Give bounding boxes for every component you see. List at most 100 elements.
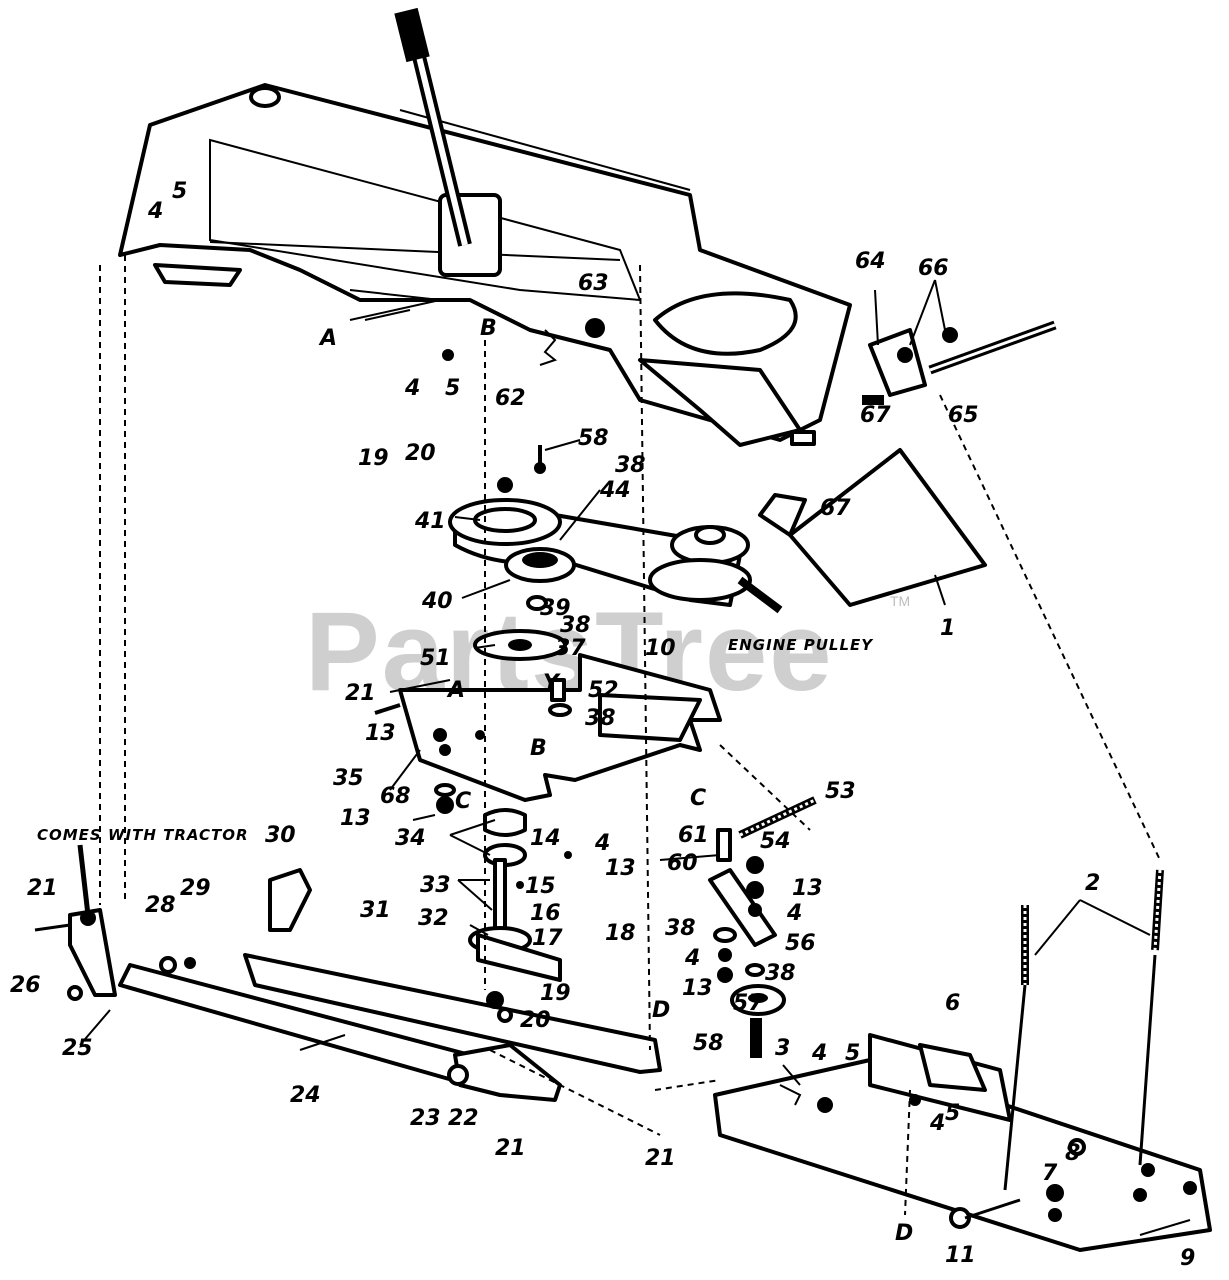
callout: 3	[775, 1036, 790, 1061]
callout: 17	[532, 926, 563, 951]
callout: 5	[172, 179, 187, 204]
callout: 60	[667, 851, 698, 876]
callout: 4	[786, 901, 802, 926]
callout: 13	[340, 806, 371, 831]
callout: 57	[733, 991, 764, 1016]
shift-lever	[394, 7, 472, 247]
callout: 64	[855, 249, 886, 274]
callout: 4	[594, 831, 610, 856]
callout: 5	[445, 376, 460, 401]
callout: 21	[495, 1136, 526, 1161]
callout: 35	[333, 766, 364, 791]
callout: 4	[147, 199, 163, 224]
reference-letters: A A B B C C D D Y	[318, 316, 913, 1246]
callout: 21	[345, 681, 376, 706]
callout: 38	[765, 961, 796, 986]
callout: 31	[360, 898, 391, 923]
callout: 28	[145, 893, 176, 918]
right-idler-linkage	[708, 796, 817, 1058]
callout: 38	[665, 916, 696, 941]
ref-letter: B	[480, 316, 497, 341]
callout: 13	[605, 856, 636, 881]
callout: 58	[578, 426, 609, 451]
callout: 29	[180, 876, 211, 901]
plate-bracket-1	[758, 448, 987, 607]
springs	[1003, 869, 1164, 1191]
ref-letter: B	[530, 736, 547, 761]
callout: 2	[1085, 871, 1100, 896]
callout: 15	[525, 874, 556, 899]
engine-pulley-caption: ENGINE PULLEY	[728, 636, 874, 654]
callout: 14	[530, 826, 561, 851]
callout: 63	[578, 271, 609, 296]
trademark: TM	[890, 593, 910, 609]
callout: 66	[918, 256, 949, 281]
callout: 38	[560, 613, 591, 638]
callout: 68	[380, 784, 411, 809]
callout: 26	[10, 973, 41, 998]
callout: 25	[62, 1036, 93, 1061]
callout: 13	[365, 721, 396, 746]
mid-plate	[374, 653, 722, 802]
callout: 41	[414, 509, 446, 534]
callout: 21	[27, 876, 58, 901]
callout: 40	[421, 589, 453, 614]
callout: 32	[418, 906, 449, 931]
callout: 13	[792, 876, 823, 901]
alignment-lines	[99, 255, 1161, 1216]
callout: 4	[404, 376, 420, 401]
callout: 58	[693, 1031, 724, 1056]
ref-letter: Y	[543, 671, 561, 696]
callout: 34	[395, 826, 426, 851]
callout: 38	[615, 453, 646, 478]
callout: 23	[410, 1106, 441, 1131]
callout: 56	[785, 931, 816, 956]
ref-letter: C	[690, 786, 706, 811]
ref-letter: A	[318, 326, 337, 351]
callout: 5	[845, 1041, 860, 1066]
callout-numbers: 1 2 3 4 4 4 4 4 4 4 5 5 5 5 6 7 8 9 10 1…	[10, 179, 1195, 1271]
callout: 11	[945, 1243, 976, 1268]
callout: 19	[358, 446, 389, 471]
callout: 33	[420, 873, 451, 898]
callout: 9	[1180, 1246, 1195, 1271]
leader-lines	[79, 279, 1191, 1236]
right-linkage-rod	[790, 320, 1057, 446]
callout: 4	[684, 946, 700, 971]
callout: 53	[825, 779, 856, 804]
callout: 20	[520, 1008, 551, 1033]
callout: 54	[760, 829, 791, 854]
ref-letter: D	[895, 1221, 913, 1246]
callout: 7	[1042, 1161, 1058, 1186]
callout: 16	[530, 901, 561, 926]
callout: 19	[540, 981, 571, 1006]
belt-and-pulleys	[448, 498, 783, 661]
callout: 61	[678, 823, 709, 848]
callout: 1	[940, 616, 955, 641]
bottom-right-frame	[713, 1033, 1212, 1252]
callout: 30	[265, 823, 296, 848]
callout: 4	[811, 1041, 827, 1066]
callout: 13	[682, 976, 713, 1001]
callout: 38	[585, 706, 616, 731]
lower-rails	[118, 868, 662, 1102]
callout: 5	[945, 1101, 960, 1126]
callout: 6	[945, 991, 960, 1016]
ref-letter: C	[455, 789, 471, 814]
callout: 20	[405, 441, 436, 466]
ref-letter: A	[446, 678, 465, 703]
callout: 62	[495, 386, 526, 411]
callout: 24	[290, 1083, 321, 1108]
callout: 4	[929, 1111, 945, 1136]
comes-with-tractor-caption: COMES WITH TRACTOR	[37, 826, 249, 844]
callout: 51	[420, 646, 451, 671]
upper-frame	[118, 83, 852, 447]
callout: 22	[448, 1106, 479, 1131]
callout: 65	[948, 403, 979, 428]
callout: 18	[605, 921, 636, 946]
ref-letter: D	[652, 998, 670, 1023]
callout: 67	[820, 496, 851, 521]
callout: 8	[1065, 1141, 1080, 1166]
callout: 39	[540, 596, 571, 621]
